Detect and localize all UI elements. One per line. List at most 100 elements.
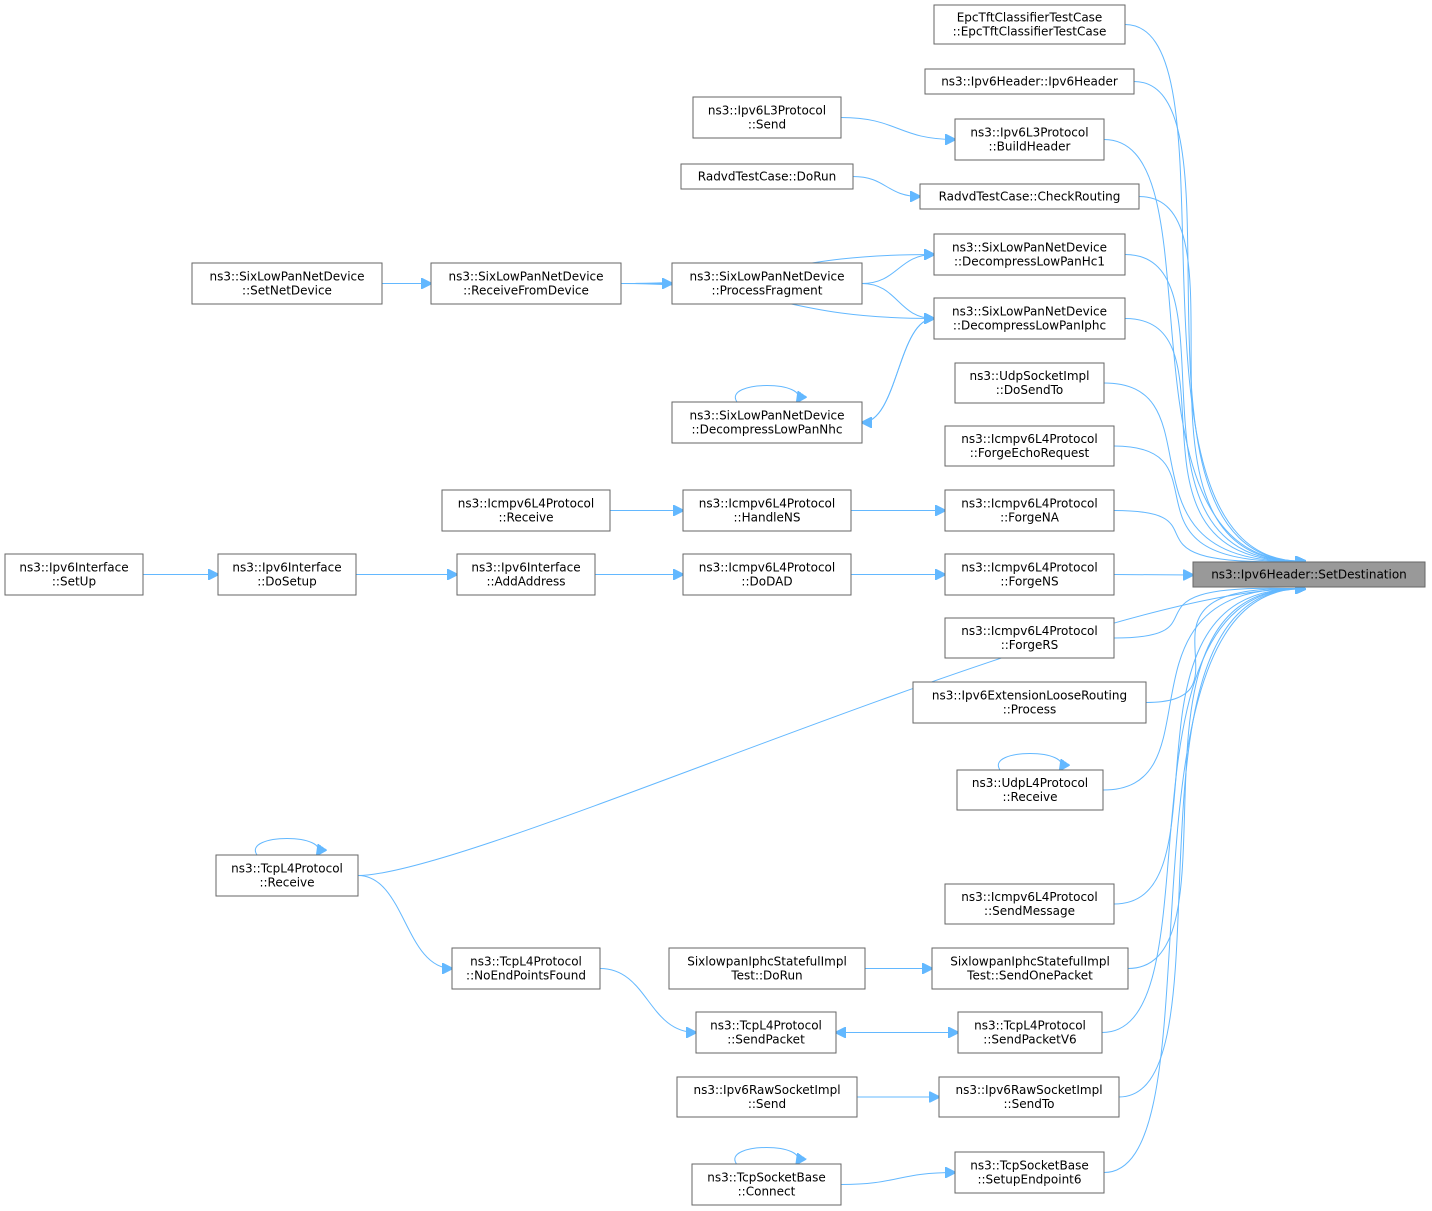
edge-tcprecv-to-tcprecv [254,838,318,856]
node-label: ns3::UdpSocketImpl [970,369,1090,383]
node-box [668,947,866,990]
node-epc[interactable]: EpcTftClassifierTestCase::EpcTftClassifi… [933,4,1126,45]
node-label: ns3::Ipv6Interface [232,561,341,575]
node-iphc[interactable]: ns3::SixLowPanNetDevice::DecompressLowPa… [933,297,1126,340]
node-rawsendto[interactable]: ns3::Ipv6RawSocketImpl::SendTo [938,1076,1120,1118]
node-dodad[interactable]: ns3::Icmpv6L4Protocol::DoDAD [682,553,852,596]
node-box [944,489,1115,532]
node-connect[interactable]: ns3::TcpSocketBase::Connect [691,1163,842,1206]
node-label: ::ForgeNS [1000,575,1058,589]
node-label: ::AddAddress [486,575,565,589]
node-box [912,681,1147,724]
node-label: ns3::SixLowPanNetDevice [209,270,364,284]
edge-noend-to-tcpsendpkt [599,968,696,1033]
node-label: RadvdTestCase::DoRun [698,170,836,184]
node-label: ::ForgeEchoRequest [970,446,1090,460]
node-box [217,553,357,596]
node-label: EpcTftClassifierTestCase [957,11,1103,25]
node-forgens[interactable]: ns3::Icmpv6L4Protocol::ForgeNS [944,553,1115,596]
node-label: ::SendPacketV6 [983,1033,1076,1047]
node-box [680,163,854,190]
node-box [191,262,383,305]
node-label: ::DoDAD [741,575,792,589]
node-loose[interactable]: ns3::Ipv6ExtensionLooseRouting::Process [912,681,1147,724]
node-setnetdev[interactable]: ns3::SixLowPanNetDevice::SetNetDevice [191,262,383,305]
node-tcpsendpkt[interactable]: ns3::TcpL4Protocol::SendPacket [695,1011,837,1054]
node-label: ::Send [748,1097,786,1111]
node-label: SixlowpanIphcStatefulImpl [950,955,1110,969]
node-echo[interactable]: ns3::Icmpv6L4Protocol::ForgeEchoRequest [944,425,1115,467]
node-tcprecv[interactable]: ns3::TcpL4Protocol::Receive [215,854,359,897]
node-box [1192,561,1426,588]
node-box [933,233,1126,276]
node-box [676,1076,858,1118]
edge-sendmsg-to-target [1113,589,1305,905]
node-label: ns3::Icmpv6L4Protocol [699,561,835,575]
edge-iphc-to-nhc [862,318,935,423]
node-udprecv[interactable]: ns3::UdpL4Protocol::Receive [956,769,1104,811]
node-icmprecv[interactable]: ns3::Icmpv6L4Protocol::Receive [441,489,611,532]
edge-udprecv-to-target [1102,589,1305,791]
node-label: Test::SendOnePacket [966,969,1093,983]
node-udpsock[interactable]: ns3::UdpSocketImpl::DoSendTo [954,362,1105,404]
node-noend[interactable]: ns3::TcpL4Protocol::NoEndPointsFound [451,947,601,990]
node-label: ns3::SixLowPanNetDevice [689,409,844,423]
node-label: ::Process [1003,703,1057,717]
node-label: ::SetUp [52,575,96,589]
node-recvfromdev[interactable]: ns3::SixLowPanNetDevice::ReceiveFromDevi… [430,262,622,305]
node-label: ::EpcTftClassifierTestCase [953,25,1107,39]
edge-radvdrun-to-radvdcheck [852,176,920,197]
edge-loose-to-target [1145,589,1305,703]
node-l3send[interactable]: ns3::Ipv6L3Protocol::Send [692,96,842,139]
node-label: ::HandleNS [734,511,801,525]
node-setupep[interactable]: ns3::TcpSocketBase::SetupEndpoint6 [954,1151,1105,1194]
node-tcpsendv6[interactable]: ns3::TcpL4Protocol::SendPacketV6 [957,1011,1103,1054]
node-box [456,553,596,596]
node-label: Test::DoRun [730,969,802,983]
node-ipv6hdr[interactable]: ns3::Ipv6Header::Ipv6Header [924,68,1135,95]
node-procfrag[interactable]: ns3::SixLowPanNetDevice::ProcessFragment [671,262,863,305]
node-setup[interactable]: ns3::Ipv6Interface::SetUp [4,553,144,596]
node-hc1[interactable]: ns3::SixLowPanNetDevice::DecompressLowPa… [933,233,1126,276]
node-addaddr[interactable]: ns3::Ipv6Interface::AddAddress [456,553,596,596]
node-radvdrun[interactable]: RadvdTestCase::DoRun [680,163,854,190]
node-sendmsg[interactable]: ns3::Icmpv6L4Protocol::SendMessage [944,883,1115,925]
node-handlens[interactable]: ns3::Icmpv6L4Protocol::HandleNS [682,489,852,532]
node-sixsend[interactable]: SixlowpanIphcStatefulImplTest::SendOnePa… [931,947,1129,990]
node-box [944,617,1115,659]
node-label: ::Connect [738,1185,796,1199]
nodes-layer: ns3::Ipv6Header::SetDestination EpcTftCla… [4,4,1426,1206]
edge-tcprecv-to-target [357,589,1305,876]
node-label: ::Receive [259,876,314,890]
node-label: ns3::SixLowPanNetDevice [952,241,1107,255]
node-forgena[interactable]: ns3::Icmpv6L4Protocol::ForgeNA [944,489,1115,532]
node-label: ns3::Ipv6RawSocketImpl [955,1083,1102,1097]
edge-forgena-to-target [1113,510,1305,562]
node-forgers[interactable]: ns3::Icmpv6L4Protocol::ForgeRS [944,617,1115,659]
node-label: ns3::TcpL4Protocol [974,1019,1086,1033]
node-label: ns3::TcpL4Protocol [231,862,343,876]
node-label: ns3::Ipv6L3Protocol [708,104,826,118]
node-label: ::NoEndPointsFound [466,969,586,983]
node-label: ns3::Ipv6Interface [471,561,580,575]
node-dosetup[interactable]: ns3::Ipv6Interface::DoSetup [217,553,357,596]
node-nhc[interactable]: ns3::SixLowPanNetDevice::DecompressLowPa… [671,401,863,444]
node-label: ::DecompressLowPanIphc [953,319,1106,333]
node-label: ::SetupEndpoint6 [977,1173,1081,1187]
node-label: ns3::Icmpv6L4Protocol [961,497,1097,511]
node-label: ns3::Ipv6RawSocketImpl [693,1083,840,1097]
node-label: ns3::UdpL4Protocol [972,776,1088,790]
node-target[interactable]: ns3::Ipv6Header::SetDestination [1192,561,1426,588]
node-box [682,553,852,596]
node-label: RadvdTestCase::CheckRouting [939,190,1121,204]
node-radvdcheck[interactable]: RadvdTestCase::CheckRouting [919,183,1140,210]
edge-procfrag-to-iphc [861,283,934,319]
node-rawsend[interactable]: ns3::Ipv6RawSocketImpl::Send [676,1076,858,1118]
node-box [944,425,1115,467]
edge-tcpsendv6-to-target [1101,589,1305,1033]
node-label: ns3::TcpSocketBase [970,1159,1088,1173]
edge-sixsend-to-target [1127,589,1305,969]
node-l3build[interactable]: ns3::Ipv6L3Protocol::BuildHeader [954,118,1105,161]
node-label: SixlowpanIphcStatefulImpl [687,955,847,969]
